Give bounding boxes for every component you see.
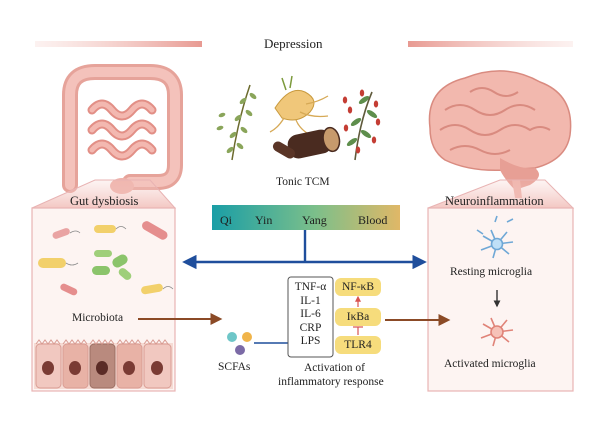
herbs-illustration: [216, 75, 381, 161]
bacteria-cluster: [38, 221, 174, 296]
activated-microglia-label: Activated microglia: [444, 358, 536, 370]
microbiota-label: Microbiota: [72, 312, 124, 324]
cytokine-crp: CRP: [299, 321, 322, 334]
activation-label-line2: inflammatory response: [278, 376, 384, 388]
cytokine-il1: IL-1: [300, 294, 321, 307]
intestine-illustration: [62, 64, 183, 194]
cytokine-box: [287, 276, 334, 358]
activation-label-line1: Activation of: [304, 362, 365, 374]
neuroinflammation-label: Neuroinflammation: [445, 194, 544, 208]
gut-dysbiosis-label: Gut dysbiosis: [70, 194, 139, 208]
ikba-box: IκBa: [335, 308, 381, 326]
top-bar-right: [408, 41, 573, 47]
scfa-molecules: [227, 332, 252, 355]
neuro-panel: [427, 207, 574, 392]
cytokine-lps: LPS: [300, 335, 321, 348]
cytokine-list: TNF-α IL-1 IL-6 CRP LPS: [288, 281, 333, 349]
tcm-bar-blood: Blood: [358, 213, 388, 227]
activated-microglia-cell: [480, 317, 514, 347]
cytokine-tnf: TNF-α: [294, 281, 327, 293]
tcm-bar-yang: Yang: [302, 213, 327, 227]
nfkb-box: NF-κB: [335, 278, 381, 296]
tcm-label: Tonic TCM: [276, 176, 330, 188]
tcm-bar-qi: Qi: [220, 213, 232, 227]
tcm-bar: [212, 205, 400, 230]
epithelium-cells: [34, 339, 173, 389]
tlr4-box: TLR4: [335, 336, 381, 354]
scfa-label: SCFAs: [218, 361, 251, 373]
cytokine-il6: IL-6: [300, 308, 321, 321]
resting-microglia-cell: [476, 215, 514, 259]
top-bar-left: [35, 41, 202, 47]
tcm-bar-yin: Yin: [255, 213, 273, 227]
resting-microglia-label: Resting microglia: [450, 266, 533, 278]
title: Depression: [264, 36, 323, 51]
brain-illustration: [428, 70, 572, 198]
